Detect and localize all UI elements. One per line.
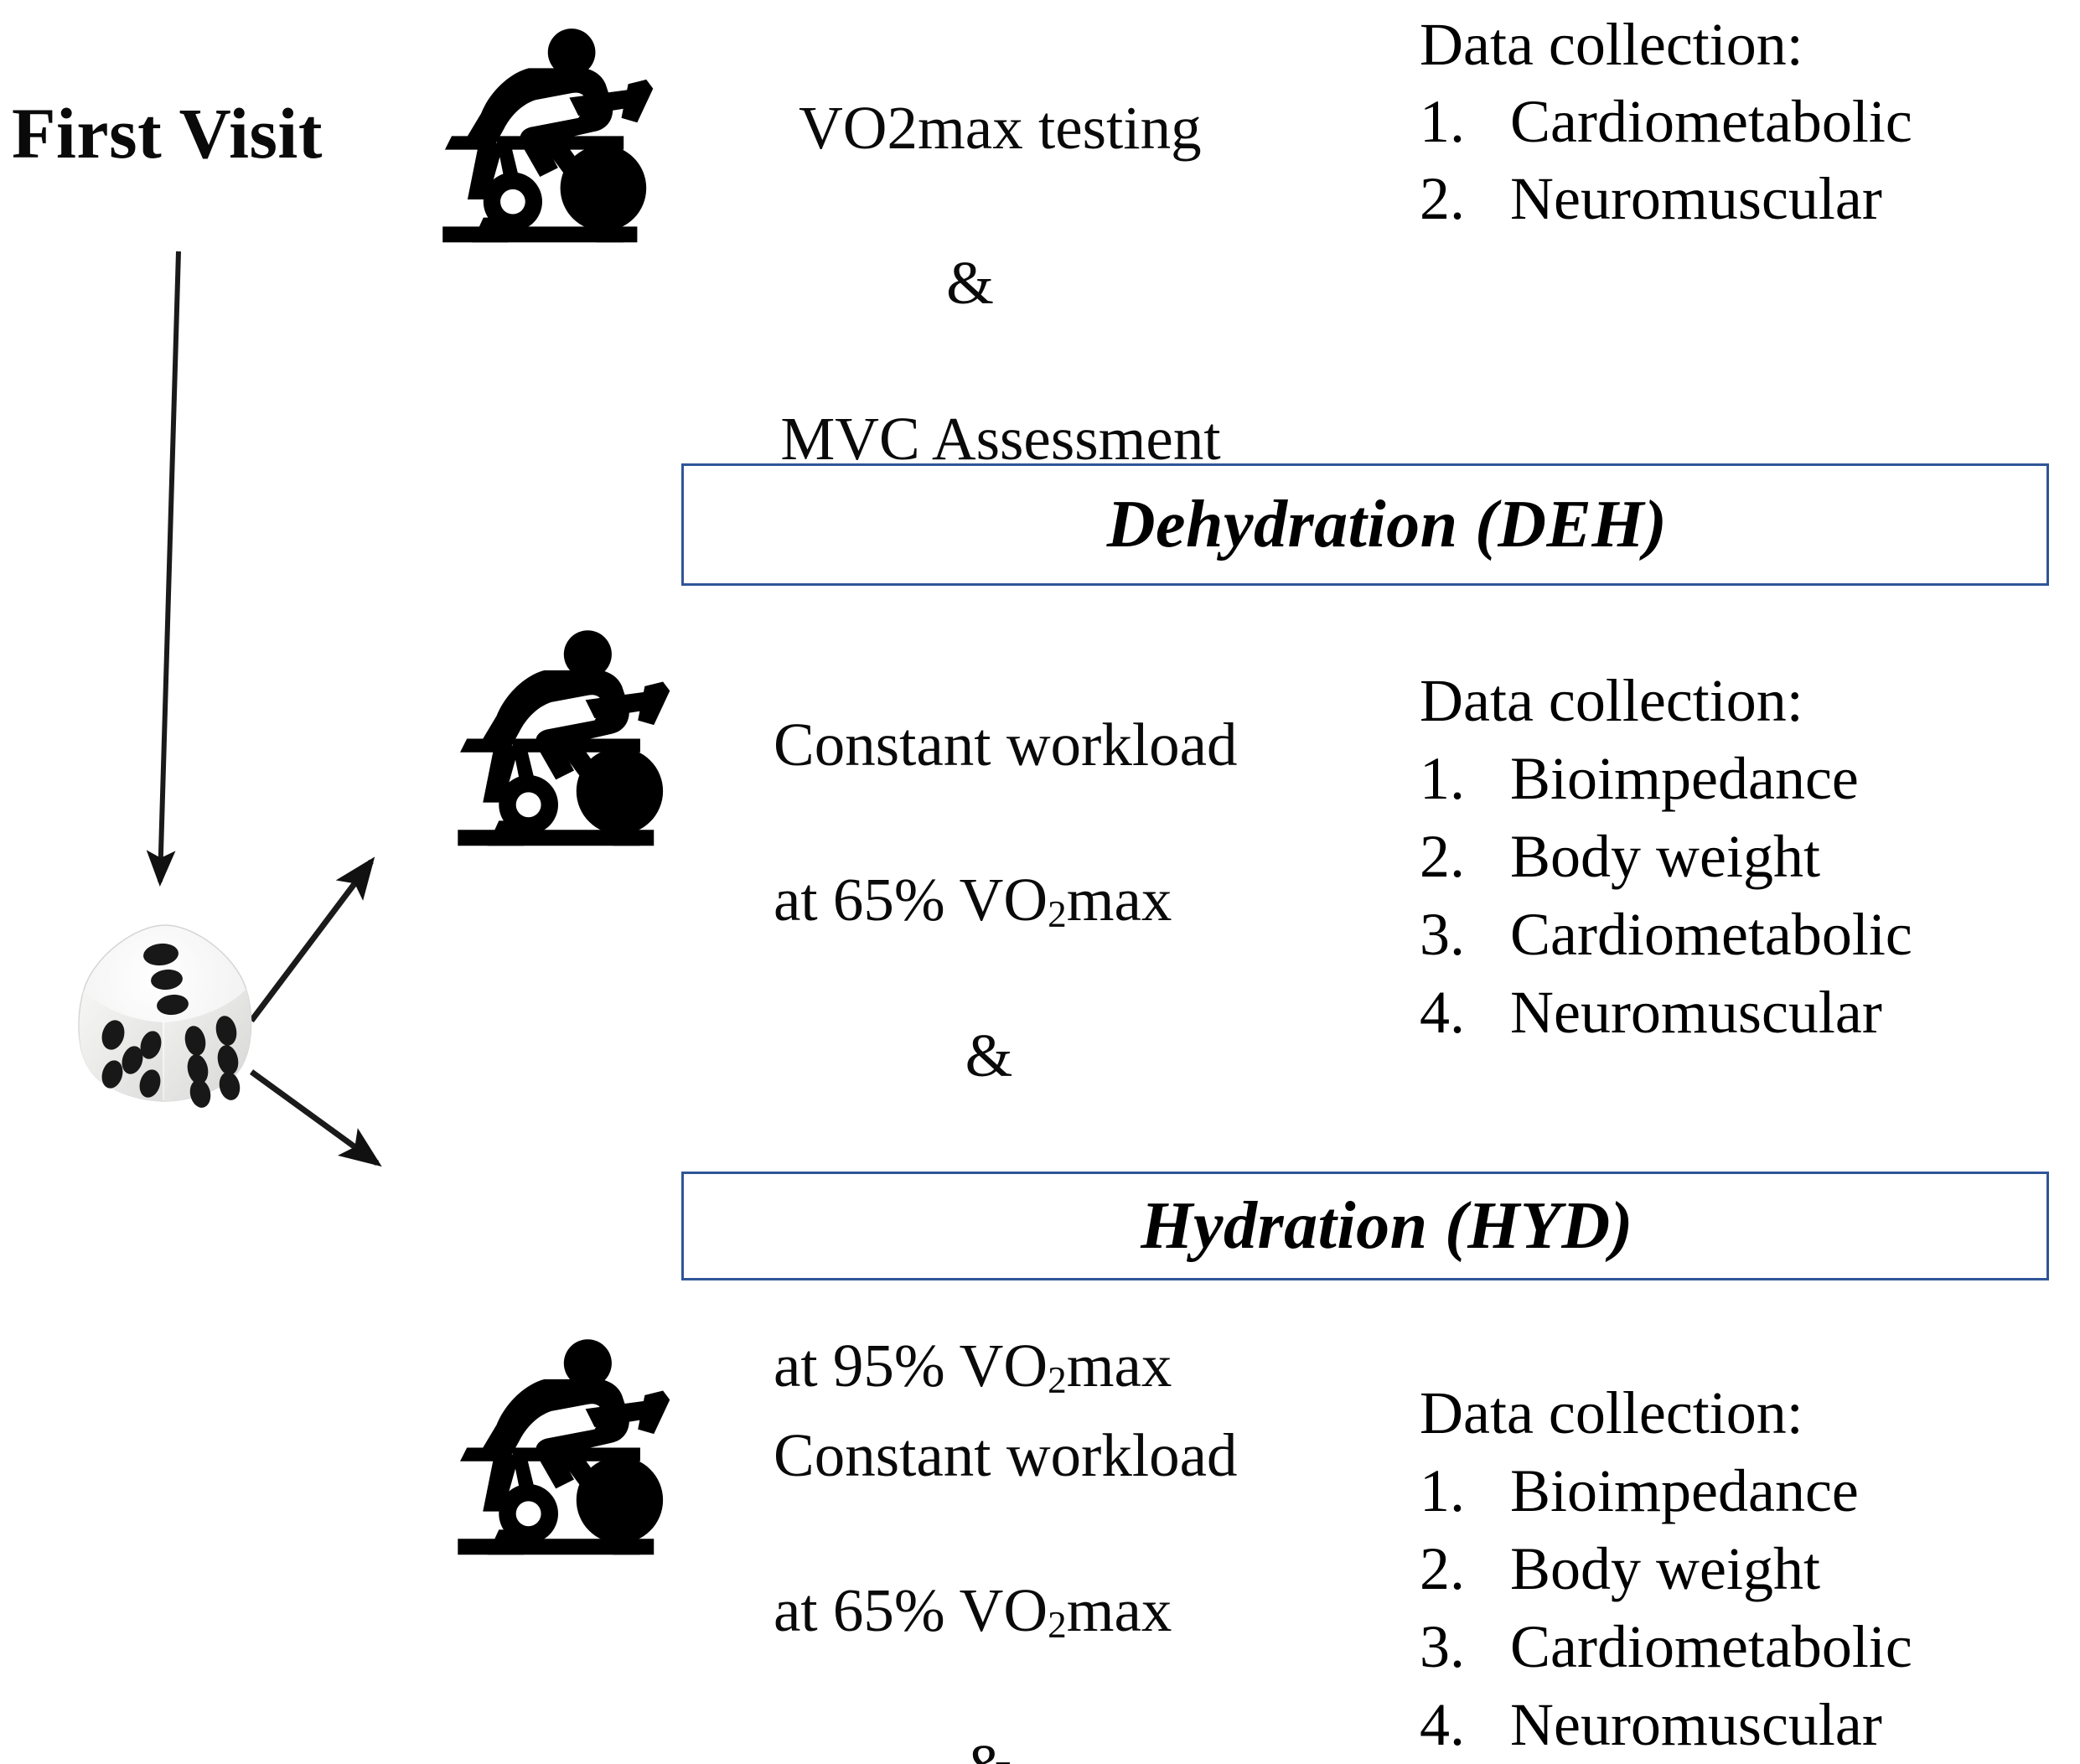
list-item: 4. Neuromuscular <box>1420 1690 1882 1760</box>
list-item-number: 1. <box>1420 745 1465 812</box>
list-item-label: Bioimpedance <box>1510 745 1859 812</box>
list-item: 4. Neuromuscular <box>1420 978 1882 1048</box>
deh-protocol-line2: at 65% VO2max <box>774 866 1172 936</box>
list-item-number: 3. <box>1420 1613 1465 1680</box>
hyd-protocol: Constant workload at 65% VO2max & Time t… <box>712 1339 1265 1764</box>
deh-protocol-line4: at 95% VO2max <box>774 1332 1172 1402</box>
arrow-first-visit-to-randomization <box>146 251 181 887</box>
list-item: 1. Bioimpedance <box>1420 744 1859 814</box>
hyd-protocol-amp: & <box>712 1728 1265 1764</box>
list-item-number: 2. <box>1420 1535 1465 1602</box>
list-item-number: 2. <box>1420 165 1465 232</box>
list-item-label: Bioimpedance <box>1510 1457 1859 1524</box>
arrow-randomization-to-deh <box>249 856 375 1023</box>
list-item: 1. Cardiometabolic <box>1420 87 1912 157</box>
first-visit-protocol-line2: MVC Assessment <box>780 404 1221 473</box>
list-item-label: Neuromuscular <box>1510 1691 1882 1758</box>
data-collection-title: Data collection: <box>1420 1379 1803 1446</box>
stationary-bike-cyclist-icon <box>442 28 654 243</box>
data-collection-title: Data collection: <box>1420 11 1803 78</box>
list-item-label: Neuromuscular <box>1510 979 1882 1046</box>
list-item-number: 2. <box>1420 823 1465 890</box>
list-item: 2. Neuromuscular <box>1420 164 1882 234</box>
condition-header-hyd: Hydration (HYD) <box>681 1172 2049 1280</box>
list-item-number: 4. <box>1420 979 1465 1046</box>
list-item-label: Cardiometabolic <box>1510 88 1912 155</box>
stationary-bike-cyclist-icon <box>458 630 670 846</box>
stationary-bike-cyclist-icon <box>458 1339 670 1555</box>
list-item: 3. Cardiometabolic <box>1420 1612 1912 1682</box>
list-item-label: Cardiometabolic <box>1510 1613 1912 1680</box>
condition-header-deh-label: Dehydration (DEH) <box>1106 487 1668 561</box>
list-item-number: 1. <box>1420 1457 1465 1524</box>
condition-header-hyd-label: Hydration (HYD) <box>1141 1188 1633 1263</box>
list-item-label: Body weight <box>1510 1535 1820 1602</box>
list-item-label: Cardiometabolic <box>1510 901 1912 968</box>
list-item: 1. Bioimpedance <box>1420 1456 1859 1526</box>
hyd-protocol-line2: at 65% VO2max <box>774 1576 1172 1647</box>
hyd-protocol-line1: Constant workload <box>774 1420 1238 1489</box>
deh-protocol-line1: Constant workload <box>774 710 1238 779</box>
list-item-label: Neuromuscular <box>1510 165 1882 232</box>
list-item-number: 3. <box>1420 901 1465 968</box>
first-visit-protocol-line1: VO2max testing <box>799 93 1202 162</box>
arrow-randomization-to-hyd <box>249 1069 382 1167</box>
data-collection-title: Data collection: <box>1420 667 1803 734</box>
condition-header-deh: Dehydration (DEH) <box>681 463 2049 586</box>
first-visit-protocol: VO2max testing & MVC Assessment <box>708 12 1232 556</box>
first-visit-label: First Visit <box>12 93 323 173</box>
list-item-label: Body weight <box>1510 823 1820 890</box>
first-visit-protocol-amp: & <box>946 249 994 318</box>
list-item-number: 4. <box>1420 1691 1465 1758</box>
dice-icon <box>78 924 252 1108</box>
list-item: 3. Cardiometabolic <box>1420 900 1912 970</box>
deh-protocol-amp: & <box>965 1021 1013 1089</box>
list-item-number: 1. <box>1420 88 1465 155</box>
list-item: 2. Body weight <box>1420 1534 1820 1604</box>
list-item: 2. Body weight <box>1420 822 1820 892</box>
